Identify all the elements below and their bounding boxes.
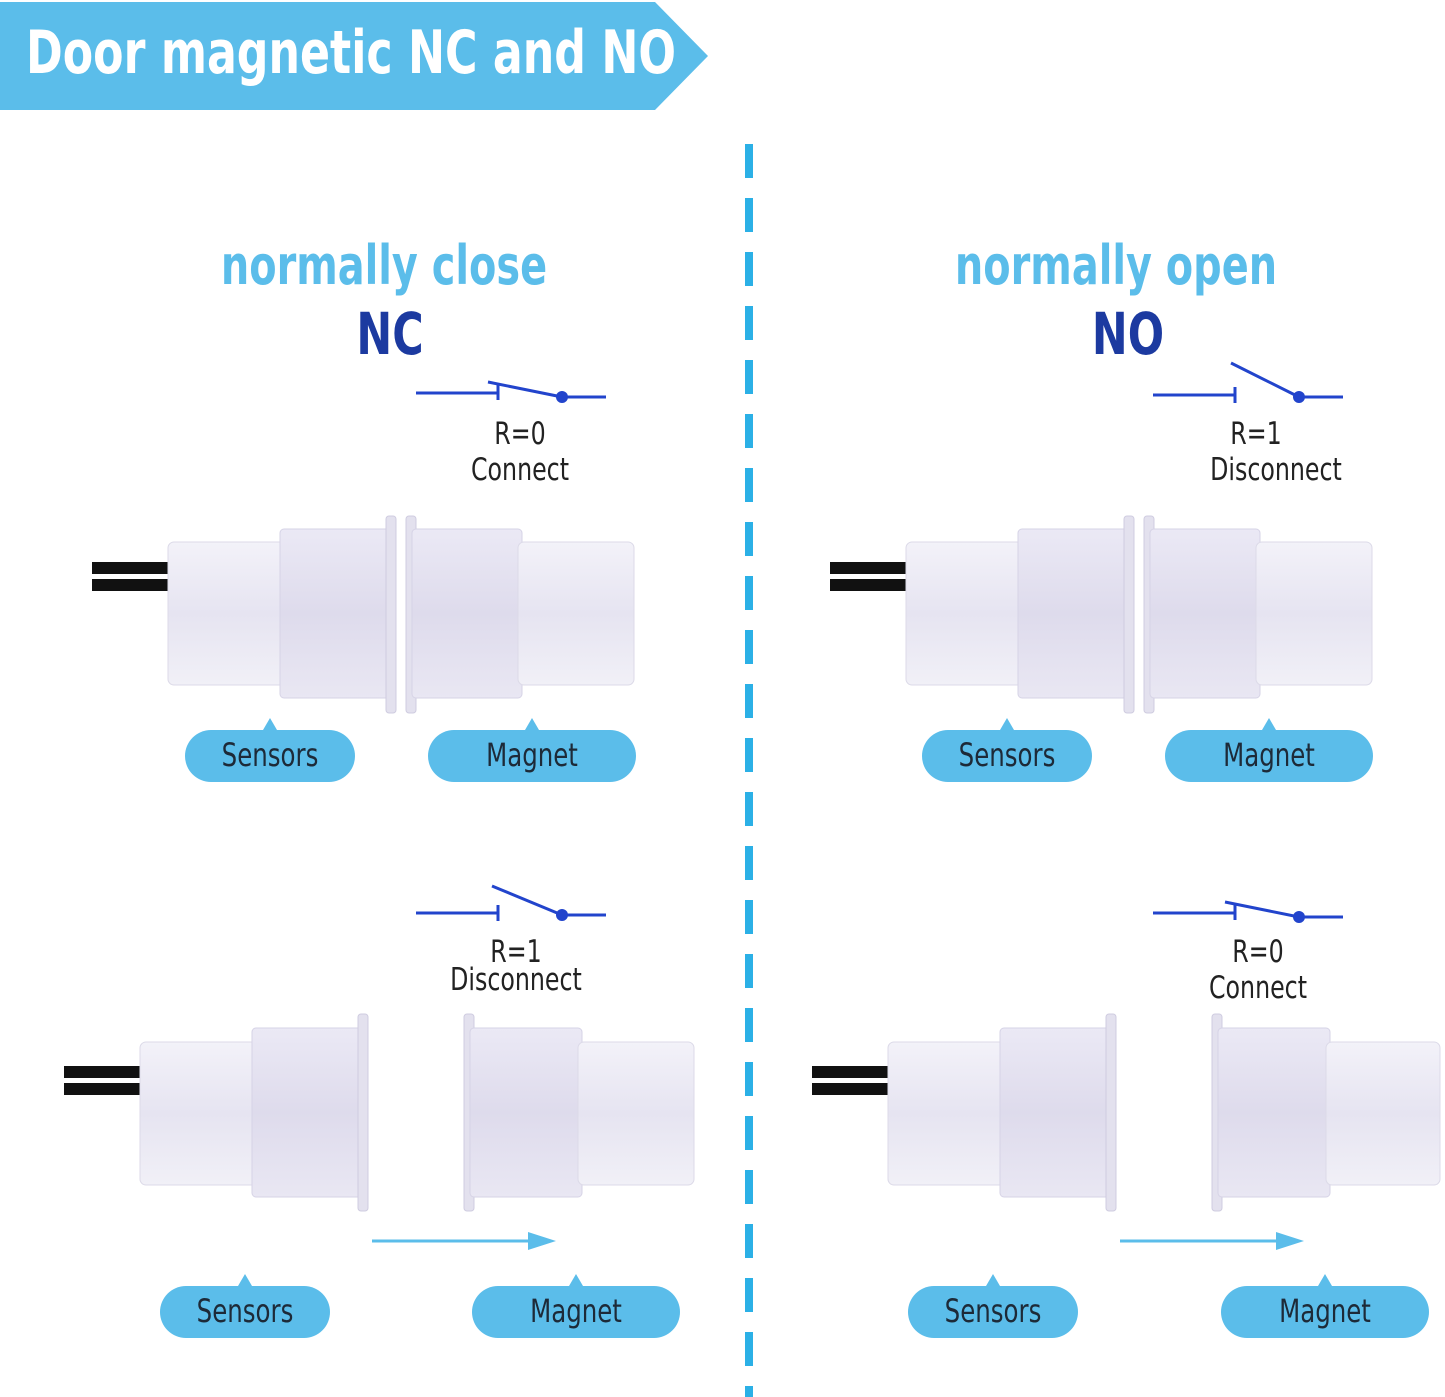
switch-closed-icon	[416, 380, 606, 403]
nc-open-status: Disconnect	[450, 962, 582, 998]
nc-closed-status: Connect	[470, 452, 570, 488]
nc-closed-resistance: R=0	[494, 416, 546, 452]
magnet-label-badge: Magnet	[428, 716, 636, 782]
no-title: normally open	[954, 234, 1278, 297]
sensors-label-badge: Sensors	[160, 1272, 330, 1338]
sensors-label-badge: Sensors	[922, 716, 1092, 782]
switch-open-icon	[416, 884, 606, 921]
nc-code: NC	[356, 300, 424, 368]
sensors-label-badge: Sensors	[908, 1272, 1078, 1338]
magnet-label-badge: Magnet	[472, 1272, 680, 1338]
nc-title: normally close	[220, 234, 548, 297]
movement-arrow-icon	[372, 1232, 556, 1250]
no-closed-status: Disconnect	[1210, 452, 1342, 488]
panel-divider	[745, 144, 753, 1397]
reed-switch-closed	[830, 515, 1373, 714]
no-open-resistance: R=0	[1232, 934, 1284, 970]
movement-arrow-icon	[1120, 1232, 1304, 1250]
magnet-label-badge: Magnet	[1221, 1272, 1429, 1338]
page-title: Door magnetic NC and NO	[26, 18, 677, 88]
reed-switch-closed	[92, 515, 635, 714]
no-code: NO	[1091, 300, 1165, 368]
switch-open-icon	[1153, 361, 1343, 403]
switch-closed-icon	[1153, 900, 1343, 923]
magnet-label-badge: Magnet	[1165, 716, 1373, 782]
no-closed-resistance: R=1	[1230, 416, 1282, 452]
title-banner	[0, 2, 708, 110]
nc-open-resistance: R=1	[490, 934, 542, 970]
sensors-label-badge: Sensors	[185, 716, 355, 782]
reed-switch-separated	[812, 1013, 1441, 1212]
reed-switch-separated	[64, 1013, 695, 1212]
no-open-status: Connect	[1208, 970, 1308, 1006]
